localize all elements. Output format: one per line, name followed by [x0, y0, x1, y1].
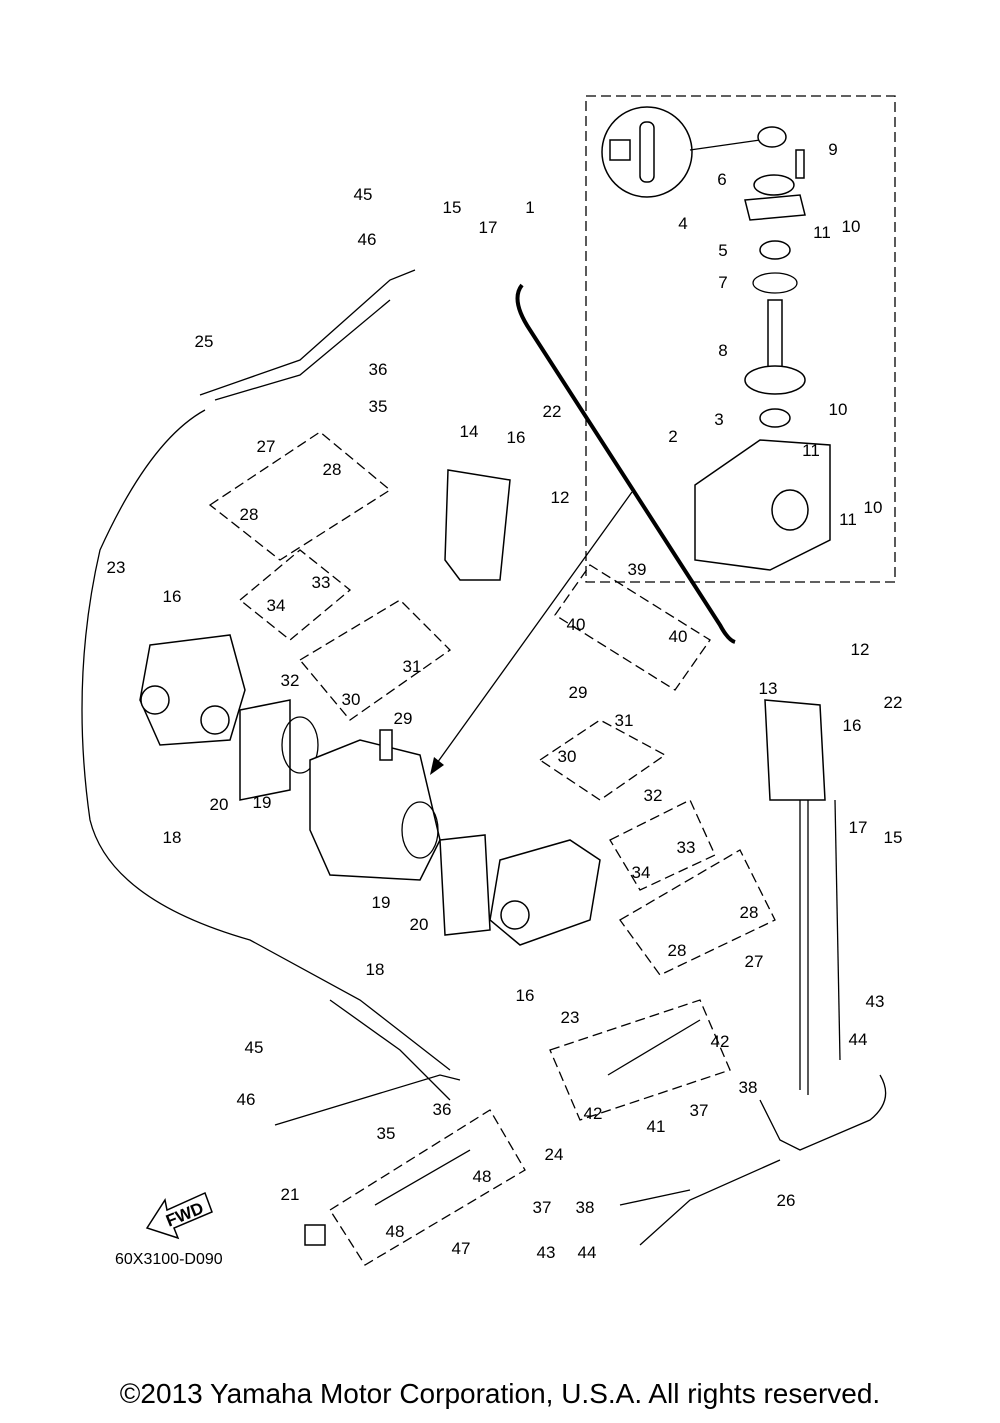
- assembly-1-box: [585, 95, 896, 583]
- part-label-31: 31: [615, 711, 634, 730]
- part-label-33: 33: [312, 573, 331, 592]
- part-label-16: 16: [516, 986, 535, 1005]
- part-label-28: 28: [323, 460, 342, 479]
- part-label-36: 36: [433, 1100, 452, 1119]
- part-label-9: 9: [828, 140, 837, 159]
- part-label-29: 29: [569, 683, 588, 702]
- part-label-31: 31: [403, 657, 422, 676]
- part-label-38: 38: [739, 1078, 758, 1097]
- arrow-head: [430, 757, 444, 775]
- part-label-16: 16: [507, 428, 526, 447]
- part-label-29: 29: [394, 709, 413, 728]
- part-label-35: 35: [377, 1124, 396, 1143]
- part-label-11: 11: [802, 441, 820, 460]
- part-label-43: 43: [537, 1243, 556, 1262]
- part-label-18: 18: [366, 960, 385, 979]
- part-label-48: 48: [386, 1222, 405, 1241]
- part-label-35: 35: [369, 397, 388, 416]
- part-label-12: 12: [851, 640, 870, 659]
- part-label-45: 45: [354, 185, 373, 204]
- part-label-14: 14: [460, 422, 479, 441]
- part-label-15: 15: [884, 828, 903, 847]
- part-label-10: 10: [864, 498, 883, 517]
- part-label-11: 11: [839, 510, 857, 529]
- bracket-curve: [515, 283, 736, 644]
- part-label-40: 40: [567, 615, 586, 634]
- part-label-21: 21: [281, 1185, 300, 1204]
- part-label-46: 46: [358, 230, 377, 249]
- part-label-17: 17: [479, 218, 498, 237]
- copyright-notice: ©2013 Yamaha Motor Corporation, U.S.A. A…: [119, 1378, 881, 1409]
- part-label-47: 47: [452, 1239, 471, 1258]
- part-label-20: 20: [410, 915, 429, 934]
- part-label-38: 38: [576, 1198, 595, 1217]
- part-label-30: 30: [342, 690, 361, 709]
- part-label-18: 18: [163, 828, 182, 847]
- part-label-28: 28: [740, 903, 759, 922]
- fwd-label: FWD: [163, 1198, 206, 1230]
- part-label-43: 43: [866, 992, 885, 1011]
- part-label-17: 17: [849, 818, 868, 837]
- part-label-4: 4: [678, 214, 687, 233]
- part-label-28: 28: [668, 941, 687, 960]
- part-label-46: 46: [237, 1090, 256, 1109]
- fwd-indicator: FWD: [145, 1191, 213, 1240]
- diagram-code: 60X3100-D090: [115, 1251, 223, 1268]
- part-label-8: 8: [718, 341, 727, 360]
- part-label-11: 11: [813, 223, 831, 242]
- part-label-22: 22: [543, 402, 562, 421]
- part-label-44: 44: [578, 1243, 597, 1262]
- part-label-28: 28: [240, 505, 259, 524]
- diagram-artwork: [81, 95, 896, 1266]
- part-label-20: 20: [210, 795, 229, 814]
- part-label-45: 45: [245, 1038, 264, 1057]
- part-label-48: 48: [473, 1167, 492, 1186]
- part-label-42: 42: [584, 1104, 603, 1123]
- part-label-10: 10: [842, 217, 861, 236]
- part-label-1: 1: [525, 198, 534, 217]
- part-label-30: 30: [558, 747, 577, 766]
- part-label-19: 19: [372, 893, 391, 912]
- part-label-34: 34: [632, 863, 651, 882]
- part-label-32: 32: [281, 671, 300, 690]
- part-label-26: 26: [777, 1191, 796, 1210]
- part-label-40: 40: [669, 627, 688, 646]
- part-label-13: 13: [759, 679, 778, 698]
- part-label-24: 24: [545, 1145, 564, 1164]
- part-label-25: 25: [195, 332, 214, 351]
- part-label-34: 34: [267, 596, 286, 615]
- part-label-44: 44: [849, 1030, 868, 1049]
- part-label-27: 27: [257, 437, 276, 456]
- part-label-16: 16: [843, 716, 862, 735]
- part-label-39: 39: [628, 560, 647, 579]
- part-label-22: 22: [884, 693, 903, 712]
- part-label-10: 10: [829, 400, 848, 419]
- part-label-23: 23: [107, 558, 126, 577]
- part-label-23: 23: [561, 1008, 580, 1027]
- part-label-15: 15: [443, 198, 462, 217]
- part-label-6: 6: [717, 170, 726, 189]
- part-label-5: 5: [718, 241, 727, 260]
- part-label-42: 42: [711, 1032, 730, 1051]
- part-label-37: 37: [690, 1101, 709, 1120]
- part-label-41: 41: [647, 1117, 666, 1136]
- part-label-19: 19: [253, 793, 272, 812]
- part-label-37: 37: [533, 1198, 552, 1217]
- part-label-27: 27: [745, 952, 764, 971]
- part-label-16: 16: [163, 587, 182, 606]
- part-label-12: 12: [551, 488, 570, 507]
- part-label-3: 3: [714, 410, 723, 429]
- part-label-2: 2: [668, 427, 677, 446]
- part-label-32: 32: [644, 786, 663, 805]
- part-label-33: 33: [677, 838, 696, 857]
- part-label-36: 36: [369, 360, 388, 379]
- part-label-7: 7: [718, 273, 727, 292]
